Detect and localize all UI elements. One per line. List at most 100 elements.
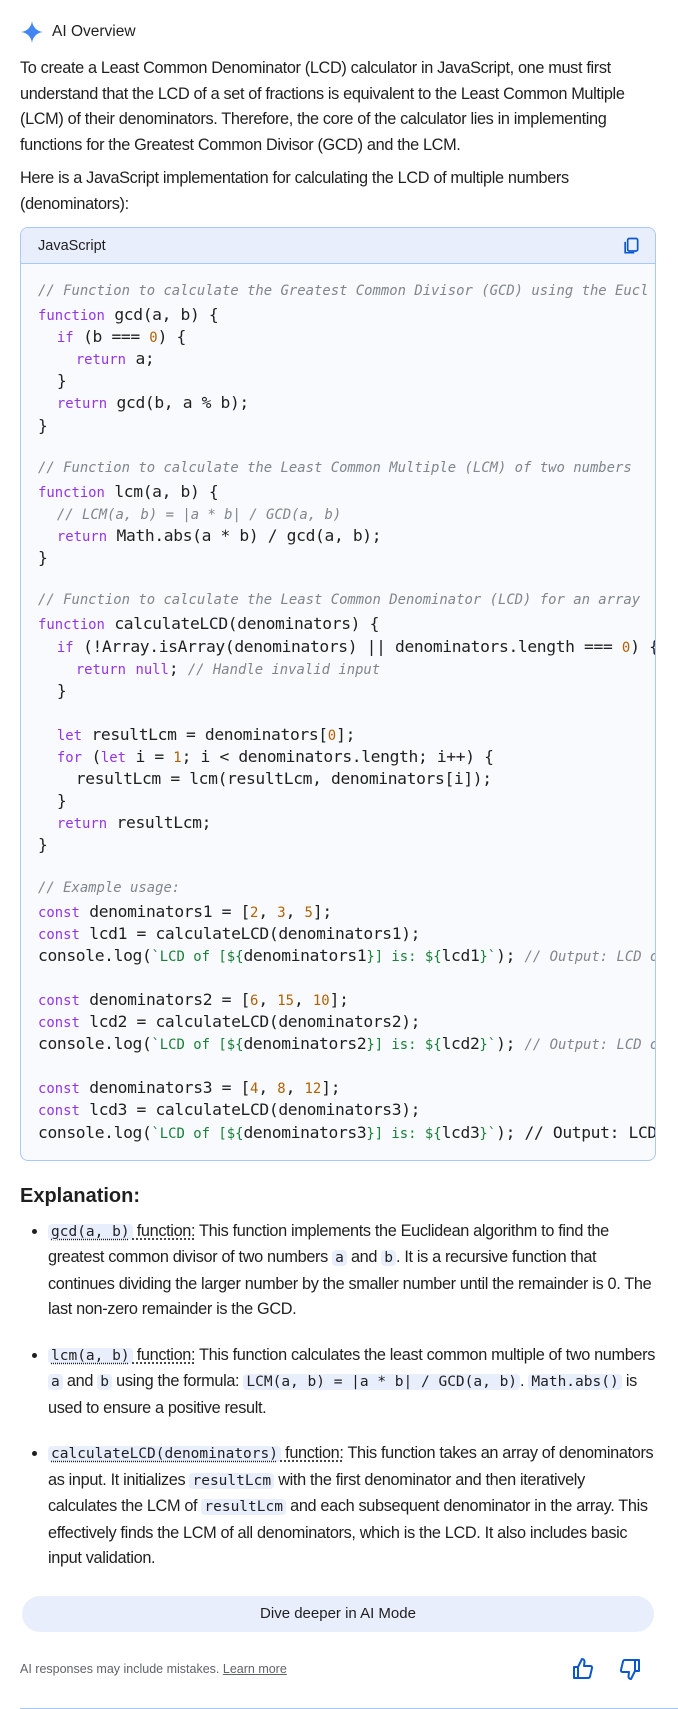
code-line: const denominators2 = [6, 15, 10]; <box>38 987 655 1009</box>
code-keyword: return <box>56 529 108 546</box>
inline-code: LCM(a, b) = |a * b| / GCD(a, b) <box>243 1374 521 1391</box>
code-comment: // Function to calculate the Greatest Co… <box>38 283 649 299</box>
code-text: gcd(a, b) { <box>104 305 219 325</box>
code-line: // Function to calculate the Least Commo… <box>38 457 655 479</box>
explanation-text: is used to ensure a positive result. <box>48 1372 637 1417</box>
code-line <box>38 700 655 722</box>
code-text: i = <box>126 746 174 766</box>
function-label[interactable]: function: <box>280 1444 344 1463</box>
code-text: ) { <box>630 636 655 656</box>
code-line: // Function to calculate the Least Commo… <box>38 589 655 611</box>
code-text: ]; <box>321 1078 341 1098</box>
code-keyword: const <box>38 1015 80 1032</box>
code-string: `LCD of [${ <box>151 948 244 965</box>
code-comment: // Output: LCD of [6,15,10] is: 30 <box>524 1037 655 1054</box>
code-comment: // LCM(a, b) = |a * b| / GCD(a, b) <box>56 506 342 523</box>
code-string: }] is: ${ <box>366 948 442 965</box>
code-line: const denominators3 = [4, 8, 12]; <box>38 1075 655 1097</box>
explanation-item: gcd(a, b) function: This function implem… <box>48 1219 656 1323</box>
code-string: }` <box>479 1037 497 1054</box>
learn-more-link[interactable]: Learn more <box>222 1661 287 1676</box>
inline-code: b <box>381 1250 396 1267</box>
code-line: } <box>38 678 655 700</box>
code-text <box>38 747 57 766</box>
code-number: 1 <box>173 749 182 766</box>
code-block: JavaScript // Function to calculate the … <box>20 227 656 1161</box>
code-keyword: if <box>56 639 74 656</box>
feedback-buttons <box>571 1657 656 1681</box>
code-text: ); // Output: LCD of [4,8,12] is: 24 <box>496 1122 655 1142</box>
code-text: lcm(a, b) { <box>104 481 219 501</box>
sparkle-icon <box>21 21 43 43</box>
code-number: 8 <box>277 1081 286 1098</box>
lead-paragraph: Here is a JavaScript implementation for … <box>20 169 569 213</box>
code-text: a; <box>126 349 155 369</box>
code-text: denominators2 <box>243 1034 367 1054</box>
code-line: console.log(`LCD of [${denominators1}] i… <box>38 943 655 965</box>
code-keyword: return <box>75 352 126 369</box>
code-line: } <box>38 368 655 390</box>
code-string: `LCD of [${ <box>151 1037 244 1054</box>
code-comment: // Function to calculate the Least Commo… <box>38 459 632 476</box>
code-number: 3 <box>277 904 286 921</box>
function-label[interactable]: function: <box>132 1345 196 1364</box>
function-name-code[interactable]: lcm(a, b) <box>48 1347 133 1364</box>
code-text: resultLcm; <box>107 813 212 833</box>
code-text: lcd1 <box>441 945 480 965</box>
code-text: denominators1 <box>243 945 367 965</box>
explanation-text: and each subsequent denominator in the a… <box>48 1497 648 1568</box>
explanation-list: gcd(a, b) function: This function implem… <box>20 1219 656 1572</box>
code-text: console.log( <box>38 945 152 965</box>
code-keyword: const <box>38 904 80 921</box>
code-text: denominators2 = [ <box>79 990 250 1009</box>
code-number: 15 <box>277 993 294 1009</box>
code-text: } <box>38 415 48 435</box>
explanation-text: . It is a recursive function that contin… <box>48 1248 652 1319</box>
code-text: , <box>258 990 278 1009</box>
code-line: return Math.abs(a * b) / gcd(a, b); <box>38 523 655 545</box>
code-keyword: return <box>56 816 108 833</box>
code-text: lcd2 <box>441 1034 480 1054</box>
code-text: } <box>38 548 48 568</box>
explanation-text: . <box>520 1372 529 1391</box>
explanation-text: with the first denominator and then iter… <box>48 1470 585 1516</box>
code-keyword: let <box>100 749 126 766</box>
copy-icon[interactable] <box>621 236 641 256</box>
explanation-text: and <box>346 1248 382 1267</box>
code-keyword: function <box>38 617 105 634</box>
code-text: console.log( <box>38 1034 152 1054</box>
explanation-text: This function implements the Euclidean a… <box>48 1221 609 1267</box>
code-text: denominators3 <box>243 1122 367 1142</box>
code-number: 2 <box>249 904 259 921</box>
code-line: function calculateLCD(denominators) { <box>38 611 655 633</box>
function-name-code[interactable]: calculateLCD(denominators) <box>48 1446 281 1463</box>
function-label[interactable]: function: <box>132 1221 196 1240</box>
code-text: lcd3 <box>441 1122 480 1142</box>
inline-code: Math.abs() <box>528 1374 622 1391</box>
dive-deeper-button[interactable]: Dive deeper in AI Mode <box>22 1595 654 1632</box>
code-number: 10 <box>312 993 330 1009</box>
code-text: } <box>38 371 67 391</box>
code-text: resultLcm = lcm(resultLcm, denominators[… <box>38 769 492 789</box>
ai-overview-title: AI Overview <box>52 23 136 40</box>
code-text: denominators1 = [ <box>79 901 250 921</box>
code-line: function gcd(a, b) { <box>38 302 655 324</box>
explanation-text: and <box>62 1372 98 1391</box>
code-keyword: const <box>38 1081 80 1098</box>
code-line: console.log(`LCD of [${denominators2}] i… <box>38 1031 655 1053</box>
code-string: }] is: ${ <box>366 1037 442 1054</box>
code-keyword: let <box>56 727 82 744</box>
code-text <box>38 349 76 368</box>
code-string: `LCD of [${ <box>151 1125 244 1142</box>
explanation-item: calculateLCD(denominators) function: Thi… <box>48 1441 656 1572</box>
function-name-code[interactable]: gcd(a, b) <box>48 1223 133 1240</box>
code-text: , <box>293 990 313 1009</box>
thumbs-down-icon[interactable] <box>618 1657 642 1681</box>
code-number: 6 <box>249 993 259 1009</box>
footer: AI responses may include mistakes. Learn… <box>20 1654 656 1684</box>
code-line: for (let i = 1; i < denominators.length;… <box>38 744 655 766</box>
thumbs-up-icon[interactable] <box>571 1657 595 1681</box>
code-text <box>38 659 76 678</box>
code-comment: // Handle invalid input <box>187 661 381 678</box>
code-line: return a; <box>38 346 655 368</box>
